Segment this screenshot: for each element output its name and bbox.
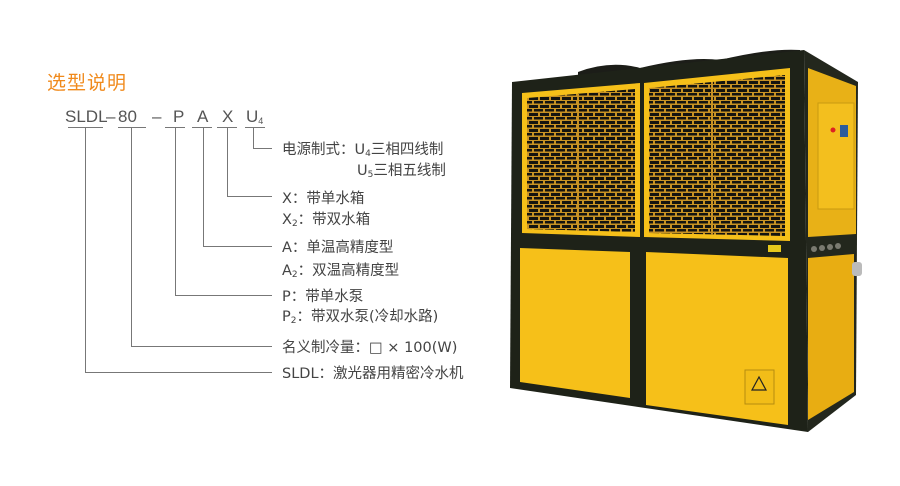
- power-option-2: U5三相五线制: [357, 163, 446, 180]
- connector: [227, 196, 272, 197]
- power-option-1: 电源制式：U4三相四线制: [282, 142, 444, 159]
- connector: [253, 127, 254, 148]
- connector: [175, 127, 176, 295]
- pump-option-2: P2：带双水泵(冷却水路): [282, 309, 439, 326]
- code-pump: P: [173, 107, 185, 126]
- capacity-label: 名义制冷量：□ × 100(W): [282, 340, 458, 356]
- condenser-grille-right: [649, 75, 785, 236]
- connector: [253, 148, 272, 149]
- connector: [203, 246, 272, 247]
- series-label: SLDL：激光器用精密冷水机: [282, 366, 464, 382]
- tank-option-2: X2：带双水箱: [282, 212, 371, 229]
- page-title: 选型说明: [47, 72, 128, 94]
- code-power: U4: [246, 107, 264, 126]
- underline: [118, 127, 146, 128]
- warning-icon: [750, 375, 768, 391]
- connector: [131, 346, 272, 347]
- code-dash: –: [152, 107, 162, 126]
- accuracy-option-2: A2：双温高精度型: [282, 263, 400, 280]
- connector: [131, 127, 132, 346]
- panel-left: [520, 248, 630, 398]
- code-dash: –: [106, 107, 116, 126]
- connector: [85, 127, 86, 372]
- code-series: SLDL: [65, 107, 108, 126]
- underline: [245, 127, 265, 128]
- underline: [192, 127, 212, 128]
- accuracy-option-1: A：单温高精度型: [282, 240, 394, 256]
- connector: [227, 127, 228, 196]
- code-accuracy: A: [197, 107, 209, 126]
- pump-option-1: P：带单水泵: [282, 289, 364, 305]
- code-tank: X: [222, 107, 234, 126]
- connector: [203, 127, 204, 246]
- connector: [85, 372, 272, 373]
- connector: [175, 295, 272, 296]
- tank-option-1: X：带单水箱: [282, 191, 365, 207]
- pipe-connectors: [811, 243, 841, 252]
- condenser-grille-left: [527, 89, 635, 232]
- code-capacity: 80: [118, 107, 137, 126]
- control-box: [817, 102, 855, 210]
- panel-side: [808, 254, 854, 420]
